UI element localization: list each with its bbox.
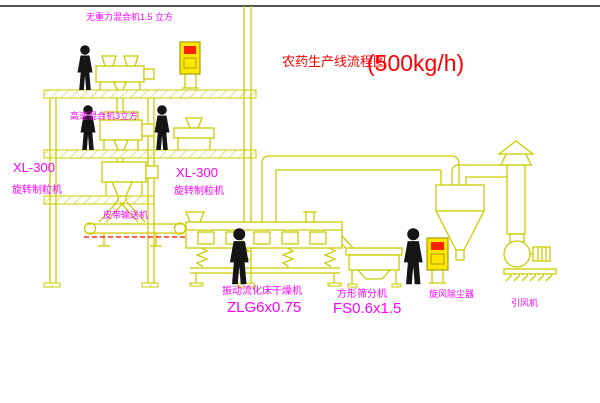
- label-cyclone: 旋风除尘器: [429, 288, 474, 299]
- label-high-speed-mixer: 高速混合机3立方: [70, 110, 138, 121]
- label-gravity-mixer: 无重力混合机1.5 立方: [86, 11, 173, 22]
- stack-drawing: [497, 140, 535, 235]
- labels: 无重力混合机1.5 立方 高速混合机3立方 XL-300 旋转制粒机 XL-30…: [12, 11, 538, 317]
- exhaust-duct-drawing: [261, 155, 460, 222]
- title-capacity: (500kg/h): [367, 50, 464, 76]
- title-text: 农药生产线流程图: [282, 54, 386, 69]
- granulator-drawing: [98, 158, 159, 223]
- label-dryer-model: ZLG6x0.75: [227, 299, 301, 316]
- worker-figure: [154, 105, 170, 150]
- worker-figure: [77, 45, 93, 90]
- tower-structure: [43, 6, 257, 288]
- label-fan: 引风机: [511, 297, 538, 308]
- sifter-drawing: [345, 247, 403, 288]
- control-panel-cyclone: [426, 237, 449, 284]
- feeder-drawing: [173, 117, 215, 150]
- worker-figure: [403, 228, 423, 285]
- fluid-bed-dryer-drawing: [185, 211, 356, 287]
- high-speed-mixer-drawing: [99, 111, 155, 151]
- panel-indicator: [184, 46, 196, 54]
- label-dryer-name: 振动流化床干燥机: [222, 284, 302, 297]
- label-sifter-model: FS0.6x1.5: [333, 300, 401, 317]
- label-belt-conveyor: 皮带输送机: [103, 209, 148, 220]
- gravity-mixer-drawing: [95, 55, 155, 114]
- panel-indicator: [431, 242, 444, 250]
- label-granulator-center-name: 旋转制粒机: [174, 184, 224, 197]
- belt-conveyor-drawing: [83, 222, 190, 247]
- drawing-title: 农药生产线流程图 (500kg/h): [282, 50, 464, 76]
- label-sifter-name: 方形筛分机: [337, 287, 387, 300]
- label-granulator-left-name: 旋转制粒机: [12, 183, 62, 196]
- control-panel-top: [179, 41, 201, 89]
- cyclone-drawing: [434, 164, 507, 261]
- fan-drawing: [503, 233, 557, 282]
- label-granulator-left-model: XL-300: [13, 160, 55, 175]
- label-granulator-center-model: XL-300: [176, 165, 218, 180]
